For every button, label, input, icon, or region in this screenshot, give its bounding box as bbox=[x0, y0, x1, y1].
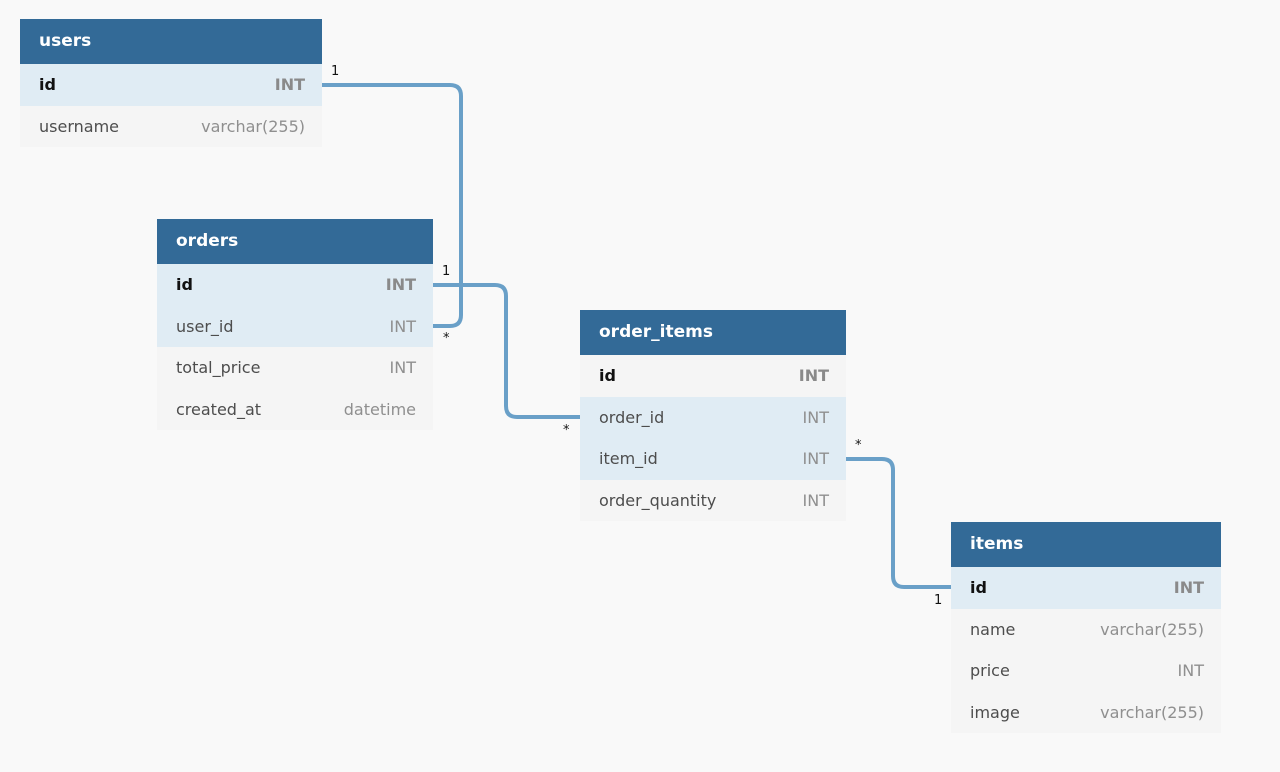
field-name: total_price bbox=[176, 358, 261, 378]
cardinality-users-id: 1 bbox=[331, 64, 340, 79]
field-type: INT bbox=[274, 75, 305, 95]
field-row-order-items-order-id[interactable]: order_id INT bbox=[580, 396, 846, 439]
field-name: created_at bbox=[176, 400, 262, 420]
field-type: varchar(255) bbox=[201, 116, 305, 136]
field-row-items-id[interactable]: id INT bbox=[951, 567, 1221, 609]
field-row-orders-created-at[interactable]: created_at datetime bbox=[157, 389, 433, 431]
field-row-order-items-item-id[interactable]: item_id INT bbox=[580, 438, 846, 480]
cardinality-order-items-item-id: * bbox=[855, 438, 862, 453]
field-name: name bbox=[970, 619, 1016, 639]
field-type: INT bbox=[389, 316, 416, 336]
field-type: datetime bbox=[343, 400, 416, 420]
field-name: image bbox=[970, 703, 1020, 723]
field-row-items-name[interactable]: name varchar(255) bbox=[951, 609, 1221, 651]
field-type: INT bbox=[802, 449, 829, 469]
field-row-items-image[interactable]: image varchar(255) bbox=[951, 692, 1221, 734]
field-name: order_quantity bbox=[599, 491, 717, 511]
field-name: username bbox=[39, 116, 119, 136]
table-header-items[interactable]: items bbox=[951, 522, 1221, 567]
field-name: order_id bbox=[599, 407, 665, 427]
field-name: id bbox=[970, 578, 987, 598]
field-type: INT bbox=[798, 366, 829, 386]
field-row-orders-id[interactable]: id INT bbox=[157, 264, 433, 306]
cardinality-items-id: 1 bbox=[934, 593, 943, 608]
field-type: INT bbox=[802, 407, 829, 427]
field-row-orders-user-id[interactable]: user_id INT bbox=[157, 305, 433, 348]
field-name: id bbox=[176, 275, 193, 295]
field-name: price bbox=[970, 661, 1010, 681]
field-row-order-items-id[interactable]: id INT bbox=[580, 355, 846, 397]
table-items[interactable]: items id INT name varchar(255) price INT… bbox=[951, 522, 1221, 734]
field-name: id bbox=[599, 366, 616, 386]
field-row-users-id[interactable]: id INT bbox=[20, 64, 322, 106]
field-name: item_id bbox=[599, 449, 658, 469]
table-header-order-items[interactable]: order_items bbox=[580, 310, 846, 355]
field-row-users-username[interactable]: username varchar(255) bbox=[20, 106, 322, 148]
table-header-orders[interactable]: orders bbox=[157, 219, 433, 264]
field-type: INT bbox=[1173, 578, 1204, 598]
field-row-items-price[interactable]: price INT bbox=[951, 650, 1221, 692]
table-header-users[interactable]: users bbox=[20, 19, 322, 64]
field-type: INT bbox=[1177, 661, 1204, 681]
field-row-orders-total-price[interactable]: total_price INT bbox=[157, 347, 433, 389]
field-type: INT bbox=[385, 275, 416, 295]
table-users[interactable]: users id INT username varchar(255) bbox=[20, 19, 322, 148]
field-row-order-items-order-quantity[interactable]: order_quantity INT bbox=[580, 480, 846, 522]
field-type: varchar(255) bbox=[1100, 703, 1204, 723]
connector-items-order-items bbox=[846, 457, 951, 589]
table-order-items[interactable]: order_items id INT order_id INT item_id … bbox=[580, 310, 846, 522]
table-orders[interactable]: orders id INT user_id INT total_price IN… bbox=[157, 219, 433, 431]
field-name: id bbox=[39, 75, 56, 95]
connector-orders-order-items bbox=[433, 283, 580, 419]
field-type: INT bbox=[389, 358, 416, 378]
field-name: user_id bbox=[176, 316, 234, 336]
field-type: INT bbox=[802, 491, 829, 511]
cardinality-orders-id: 1 bbox=[442, 264, 451, 279]
cardinality-orders-user-id: * bbox=[443, 331, 450, 346]
field-type: varchar(255) bbox=[1100, 619, 1204, 639]
cardinality-order-items-order-id: * bbox=[563, 423, 570, 438]
